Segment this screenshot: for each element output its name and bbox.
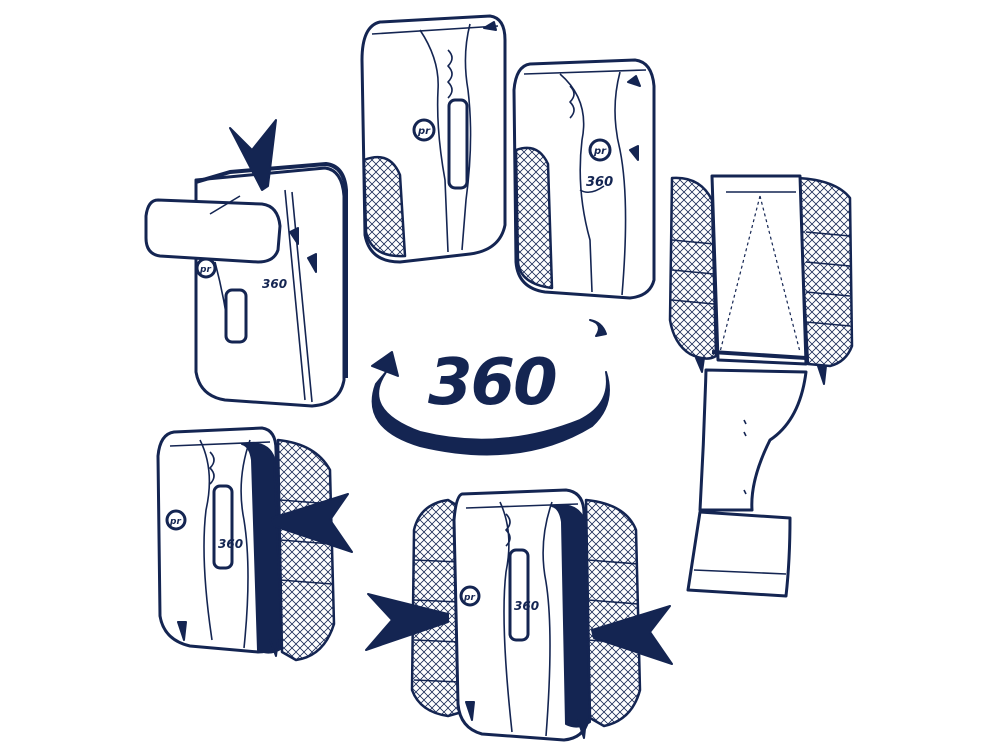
svg-text:pr: pr xyxy=(169,517,181,527)
svg-text:pr: pr xyxy=(593,146,607,157)
svg-text:360: 360 xyxy=(262,277,287,291)
arrow-left-icon xyxy=(591,605,673,665)
svg-text:360: 360 xyxy=(514,599,539,613)
backpack-fully-opened xyxy=(668,174,854,598)
rotation-360-badge: 360 xyxy=(371,319,610,456)
svg-text:pr: pr xyxy=(417,126,431,137)
backpack-front-right: pr 360 xyxy=(512,58,656,300)
backpack-front-left: pr xyxy=(360,14,507,264)
arrow-down-icon xyxy=(229,119,277,191)
backpack-both-sides-mesh: pr 360 xyxy=(410,488,642,742)
svg-text:pr: pr xyxy=(463,593,475,603)
backpack-side-pocket-open: pr 360 xyxy=(156,426,336,662)
svg-text:360: 360 xyxy=(218,537,243,551)
logo-360-text: 360 xyxy=(586,175,613,190)
arrow-right-icon xyxy=(365,593,449,651)
backpack-top-loading: pr 360 xyxy=(144,162,348,408)
badge-360-text: 360 xyxy=(428,346,556,420)
arrow-left-icon xyxy=(271,493,353,553)
svg-text:pr: pr xyxy=(199,265,211,275)
